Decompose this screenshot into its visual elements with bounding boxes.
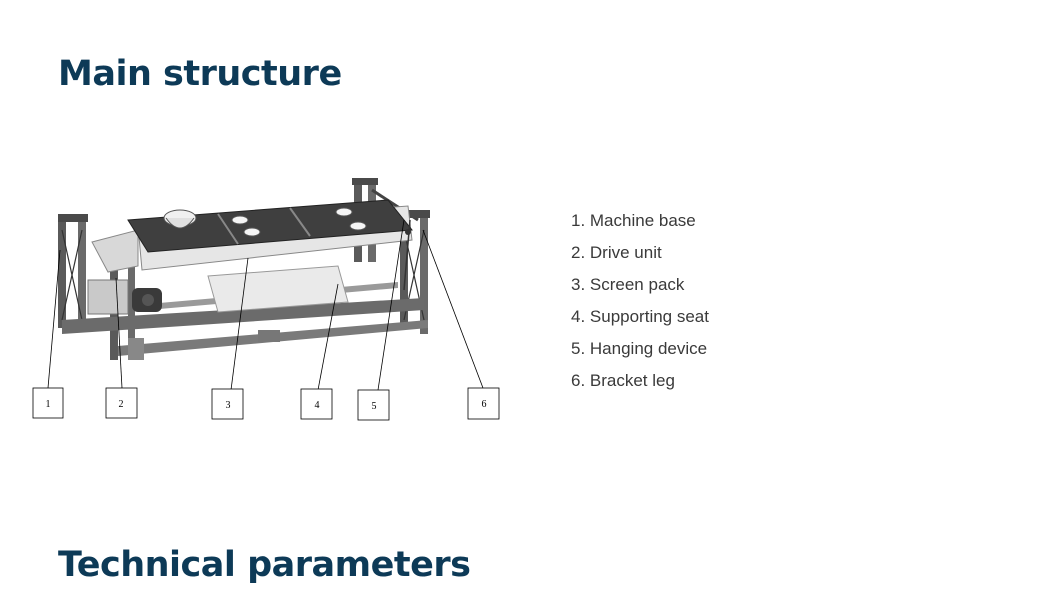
list-item: 6. Bracket leg	[571, 371, 675, 390]
svg-text:6: 6	[482, 399, 487, 410]
callout-5: 5	[357, 389, 390, 421]
list-item: 2. Drive unit	[571, 243, 662, 262]
screen-pack	[91, 199, 413, 273]
callout-2: 2	[105, 387, 138, 419]
svg-text:3: 3	[226, 400, 231, 411]
callout-3: 3	[211, 388, 244, 420]
list-item: 1. Machine base	[571, 211, 696, 230]
drive-unit	[87, 279, 162, 315]
callout-4: 4	[300, 388, 333, 420]
hanging-device	[403, 219, 411, 291]
machine-structure-illustration: 1 2 3 4 5 6	[32, 178, 500, 421]
list-item: 4. Supporting seat	[571, 307, 709, 326]
callout-6: 6	[467, 387, 500, 420]
parts-list: 1. Machine base 2. Drive unit 3. Screen …	[571, 208, 709, 400]
technical-parameters-heading: Technical parameters	[58, 545, 471, 585]
svg-text:2: 2	[119, 399, 124, 410]
svg-text:1: 1	[46, 399, 51, 410]
callout-leader-lines	[47, 219, 484, 391]
svg-text:4: 4	[315, 400, 320, 411]
supporting-seat	[207, 265, 349, 313]
svg-text:5: 5	[372, 401, 377, 412]
list-item: 3. Screen pack	[571, 275, 685, 294]
list-item: 5. Hanging device	[571, 339, 708, 358]
left-end-frame	[58, 214, 88, 328]
main-structure-heading: Main structure	[58, 54, 342, 94]
callout-1: 1	[32, 387, 64, 419]
